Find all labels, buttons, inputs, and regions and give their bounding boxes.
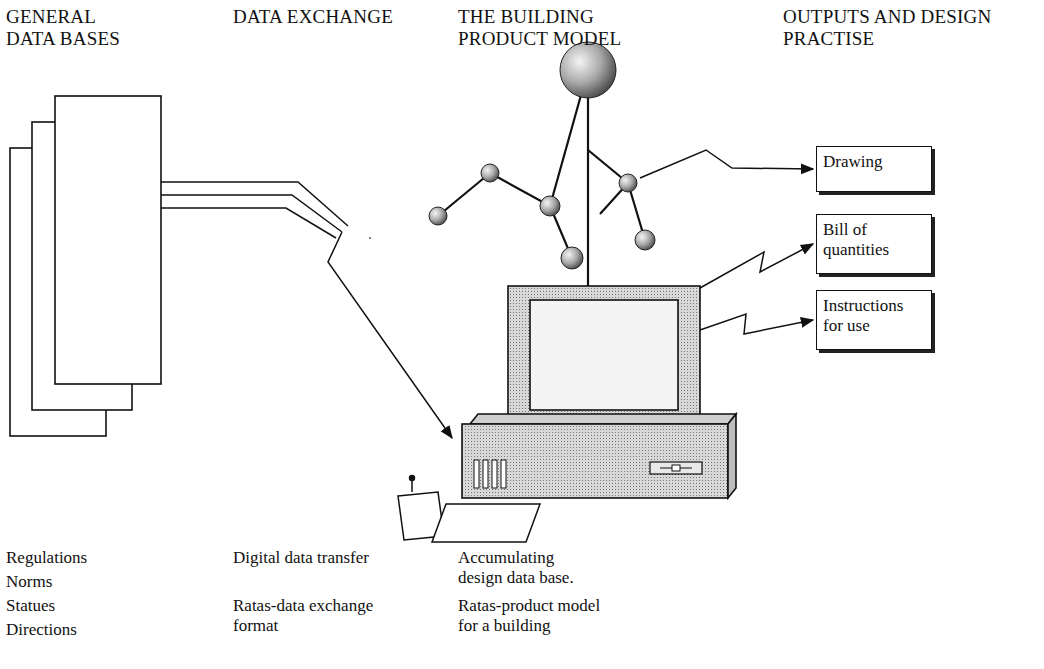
source-item: Regulations xyxy=(6,548,87,568)
speck xyxy=(369,237,371,239)
source-item: Statues xyxy=(6,596,55,616)
network-spheres xyxy=(429,42,655,269)
source-item: Directions xyxy=(6,620,77,640)
mouse-and-keyboard xyxy=(398,476,540,543)
output-box: Drawing xyxy=(816,146,932,192)
box-text: Instructions for use xyxy=(823,296,925,337)
output-box: Instructions for use xyxy=(816,290,932,350)
column-heading: GENERAL DATA BASES xyxy=(6,6,146,51)
output-arrow xyxy=(700,314,813,334)
exchange-note: Digital data transfer xyxy=(233,548,369,568)
column-heading: THE BUILDING PRODUCT MODEL xyxy=(458,6,644,51)
product-model-network xyxy=(438,70,645,286)
document-stack xyxy=(10,96,161,436)
model-note: Accumulating design data base. xyxy=(458,548,590,588)
data-transfer-lines xyxy=(161,182,452,438)
model-note: Ratas-product model for a building xyxy=(458,596,618,636)
box-text: Bill of quantities xyxy=(823,220,925,261)
output-arrow xyxy=(640,150,813,178)
column-heading: OUTPUTS AND DESIGN PRACTISE xyxy=(783,6,997,51)
output-box: Bill of quantities xyxy=(816,214,932,274)
source-item: Norms xyxy=(6,572,52,592)
exchange-note: Ratas-data exchange format xyxy=(233,596,401,636)
box-text: Drawing xyxy=(823,152,925,172)
computer xyxy=(462,286,736,498)
output-arrow xyxy=(700,244,813,288)
column-heading: DATA EXCHANGE xyxy=(233,6,393,28)
